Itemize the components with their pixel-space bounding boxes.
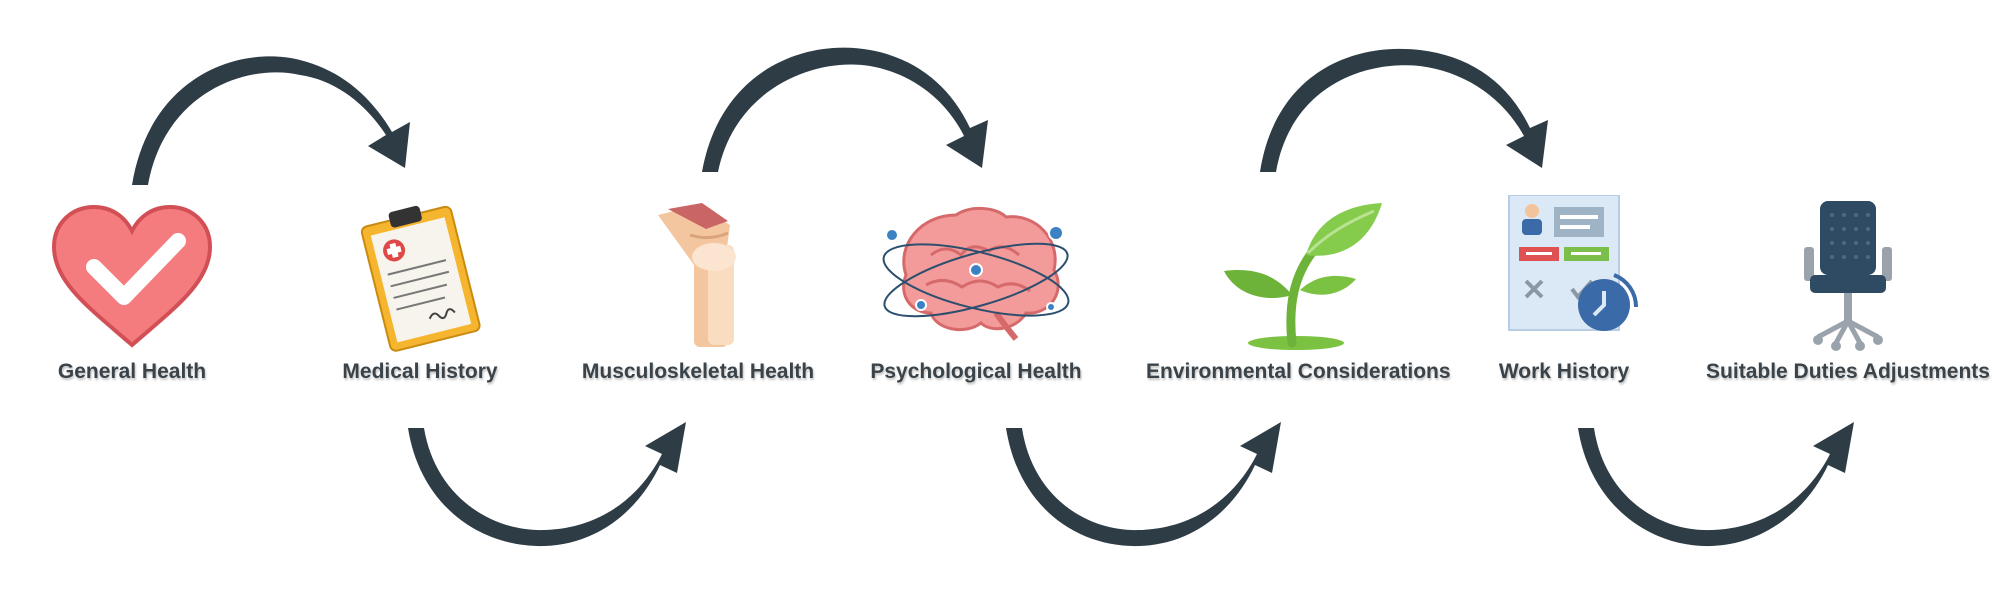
step-general-health: General Health (0, 195, 282, 395)
step-label: Suitable Duties Adjustments (1706, 360, 1990, 383)
step-label: Psychological Health (870, 360, 1082, 383)
step-environmental-considerations: Environmental Considerations (1146, 195, 1451, 395)
heart-check-icon (32, 195, 232, 355)
step-musculoskeletal-health: Musculoskeletal Health (548, 195, 848, 395)
arrow-bottom-2 (1006, 422, 1281, 547)
brain-icon (876, 195, 1076, 355)
work-record-icon (1464, 195, 1664, 355)
arrow-top-3 (1260, 48, 1548, 172)
knee-joint-icon (598, 195, 798, 355)
sprout-icon (1196, 195, 1396, 355)
step-work-history: Work History (1414, 195, 1714, 395)
step-label: Musculoskeletal Health (581, 360, 815, 383)
arrow-bottom-1 (408, 422, 686, 547)
step-label: Environmental Considerations (1146, 360, 1451, 383)
step-label: General Health (57, 360, 207, 383)
clipboard-icon (320, 195, 520, 355)
step-medical-history: Medical History (270, 195, 570, 395)
arrow-top-2 (702, 47, 988, 172)
arrow-bottom-3 (1578, 422, 1854, 547)
arrow-top-1 (132, 56, 410, 185)
step-label: Medical History (342, 360, 498, 383)
office-chair-icon (1748, 195, 1948, 355)
step-psychological-health: Psychological Health (826, 195, 1126, 395)
step-label: Work History (1498, 360, 1630, 383)
step-suitable-duties-adjustments: Suitable Duties Adjustments (1698, 195, 1998, 395)
